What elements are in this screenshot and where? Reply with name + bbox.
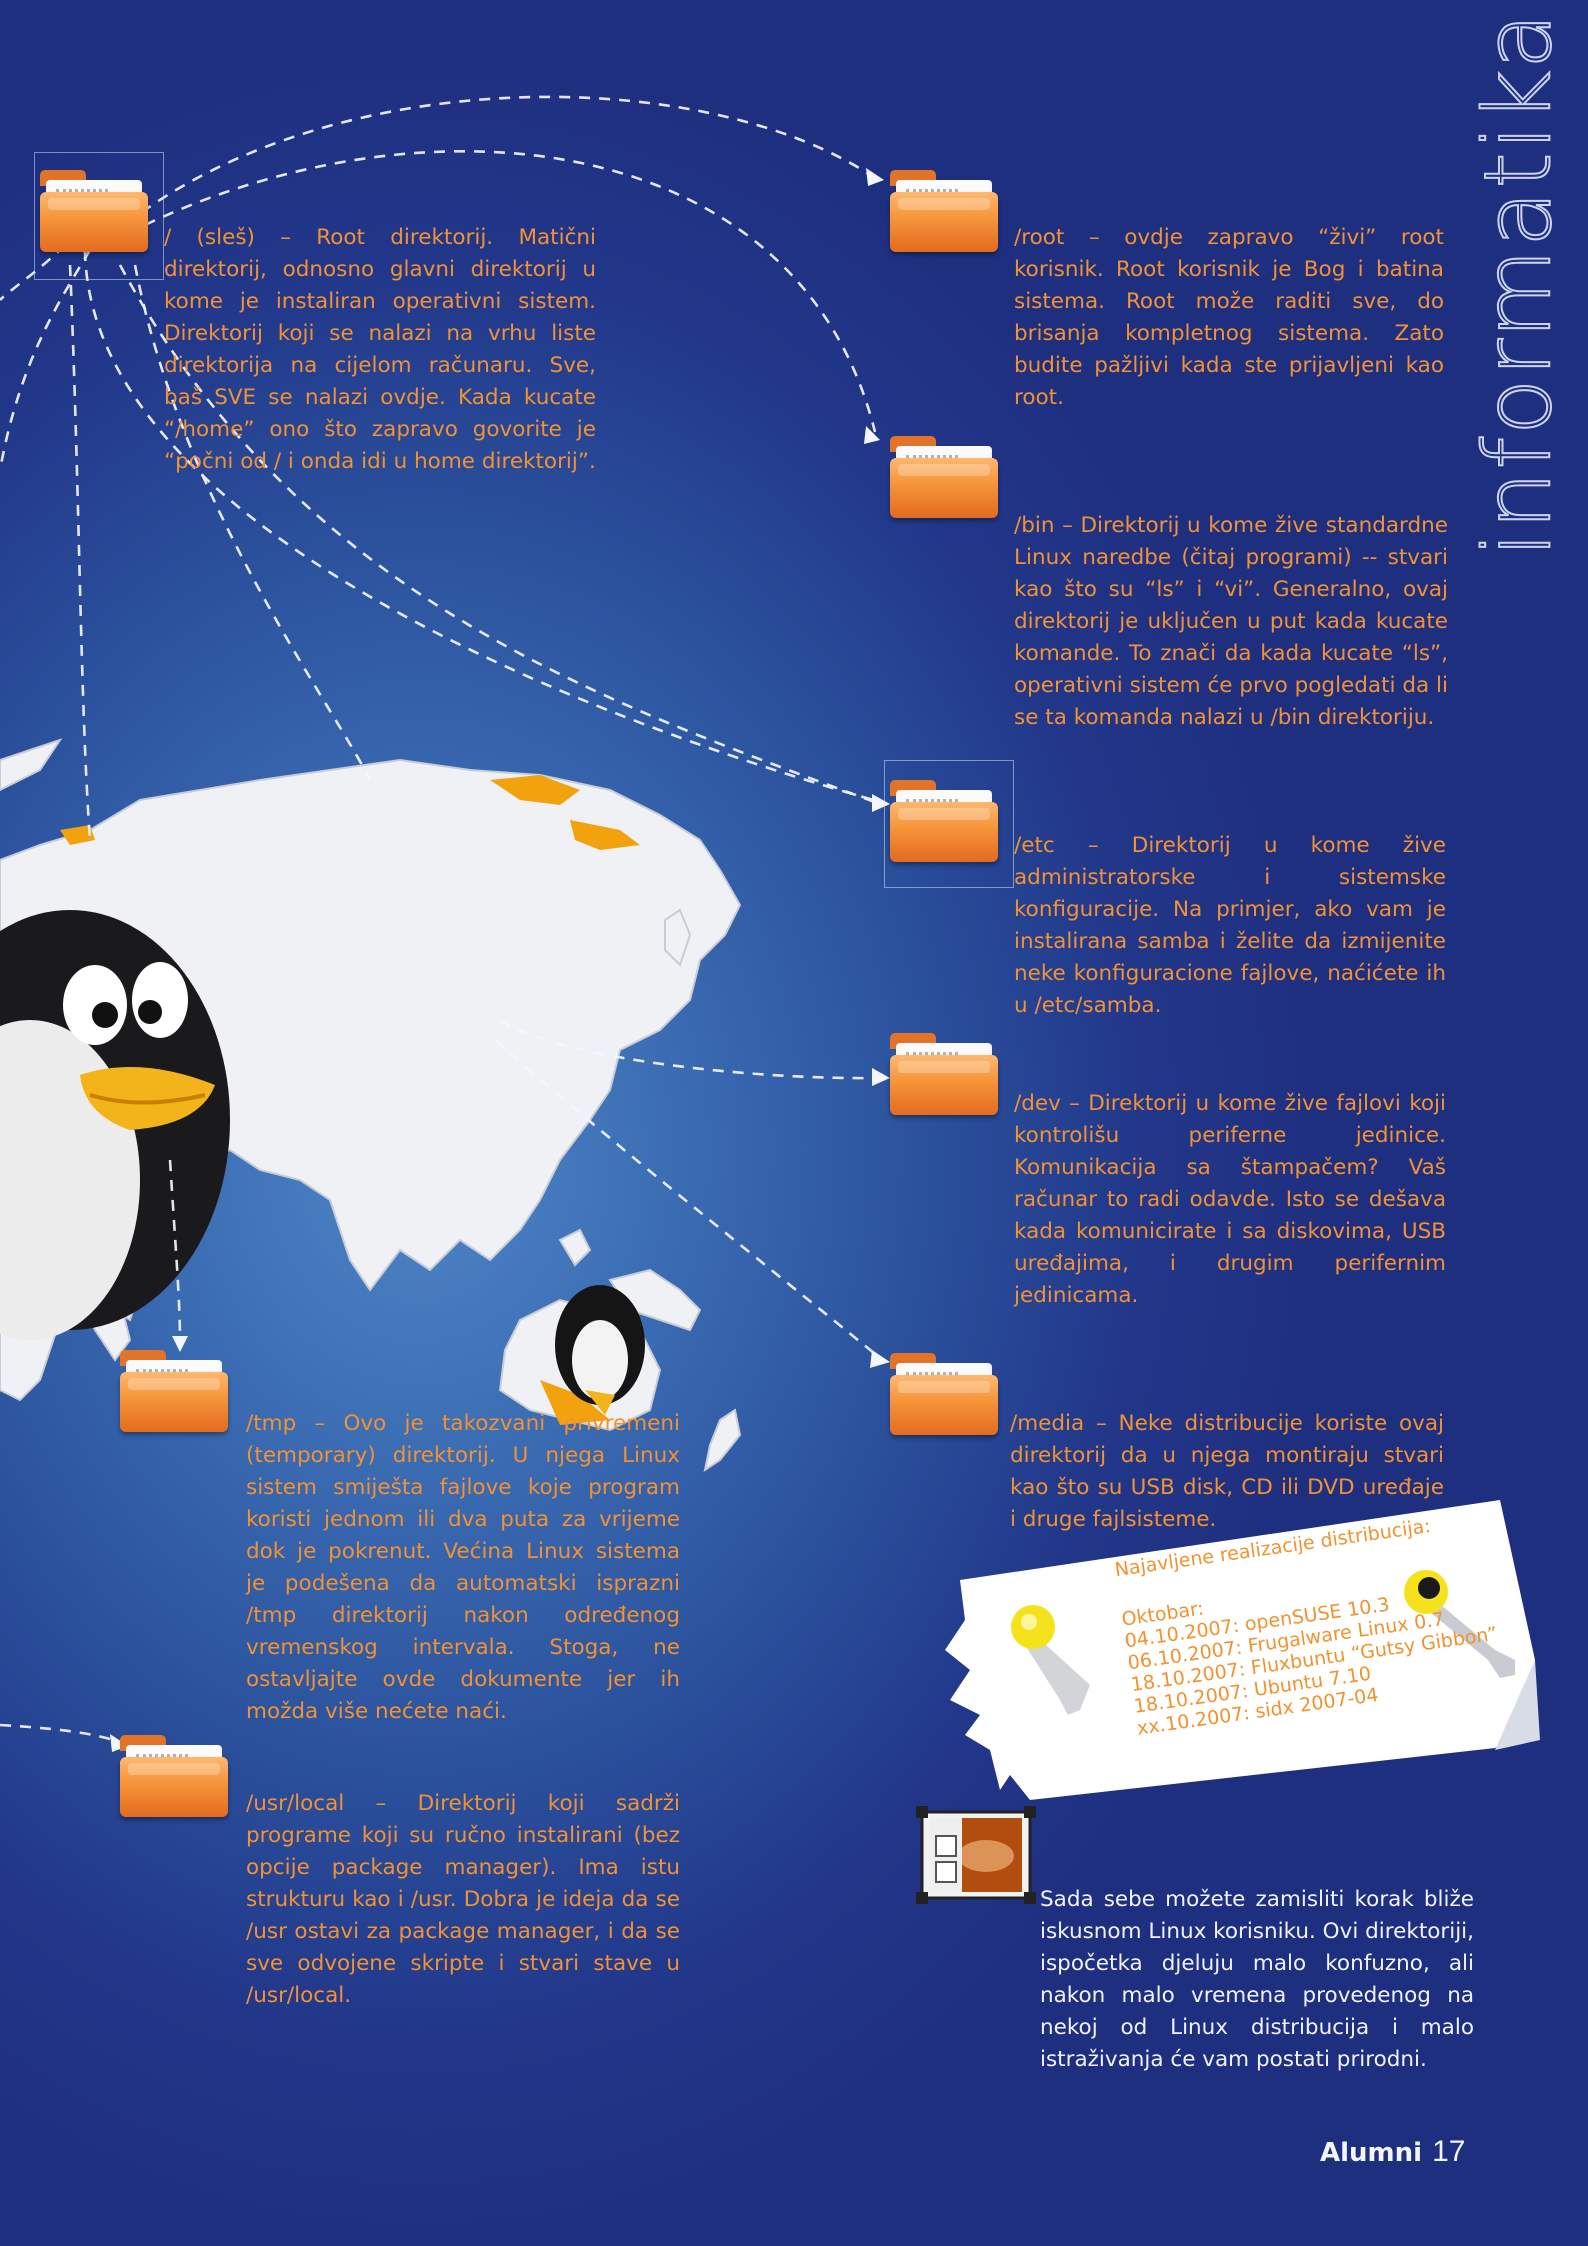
root-directory-text: / (sleš) – Root direktorij. Matični dire… [164,225,596,474]
page-number: 17 [1432,2135,1466,2168]
bin-directory-text: /bin – Direktorij u kome žive standardne… [1014,513,1448,730]
root-home-directory-text: /root – ovdje zapravo “živi” root korisn… [1014,225,1444,410]
dev-directory-text: /dev – Direktorij u kome žive fajlovi ko… [1014,1091,1446,1308]
etc-directory-text: /etc – Direktorij u kome žive administra… [1014,833,1446,1018]
folder-icon[interactable] [120,1350,228,1432]
folder-icon[interactable] [40,170,148,252]
section-title-vertical: informatika [1458,10,1578,558]
folder-icon[interactable] [890,1033,998,1115]
closing-paragraph: Sada sebe možete zamisliti korak bliže i… [1040,1887,1474,2072]
tmp-directory-text: /tmp – Ovo je takozvani privremeni (temp… [246,1411,680,1724]
folder-icon[interactable] [890,170,998,252]
pushpin-icon [1404,1570,1515,1678]
page-footer: Alumni 17 [1320,2135,1465,2169]
section-title-text: informatika [1464,10,1573,558]
media-directory-text: /media – Neke distribucije koriste ovaj … [1010,1411,1444,1532]
folder-selection-frame [884,760,1014,888]
usr-local-directory-text: /usr/local – Direktorij koji sadrži prog… [246,1791,680,2008]
pushpin-icon [1011,1605,1090,1715]
folder-icon[interactable] [890,780,998,862]
magazine-name: Alumni [1320,2138,1423,2168]
folder-icon[interactable] [890,436,998,518]
folder-icon[interactable] [890,1353,998,1435]
folder-icon[interactable] [120,1735,228,1817]
distribution-release-note [945,1500,1540,1800]
image-viewer-icon[interactable] [916,1806,1036,1906]
folder-selection-frame [34,152,164,280]
